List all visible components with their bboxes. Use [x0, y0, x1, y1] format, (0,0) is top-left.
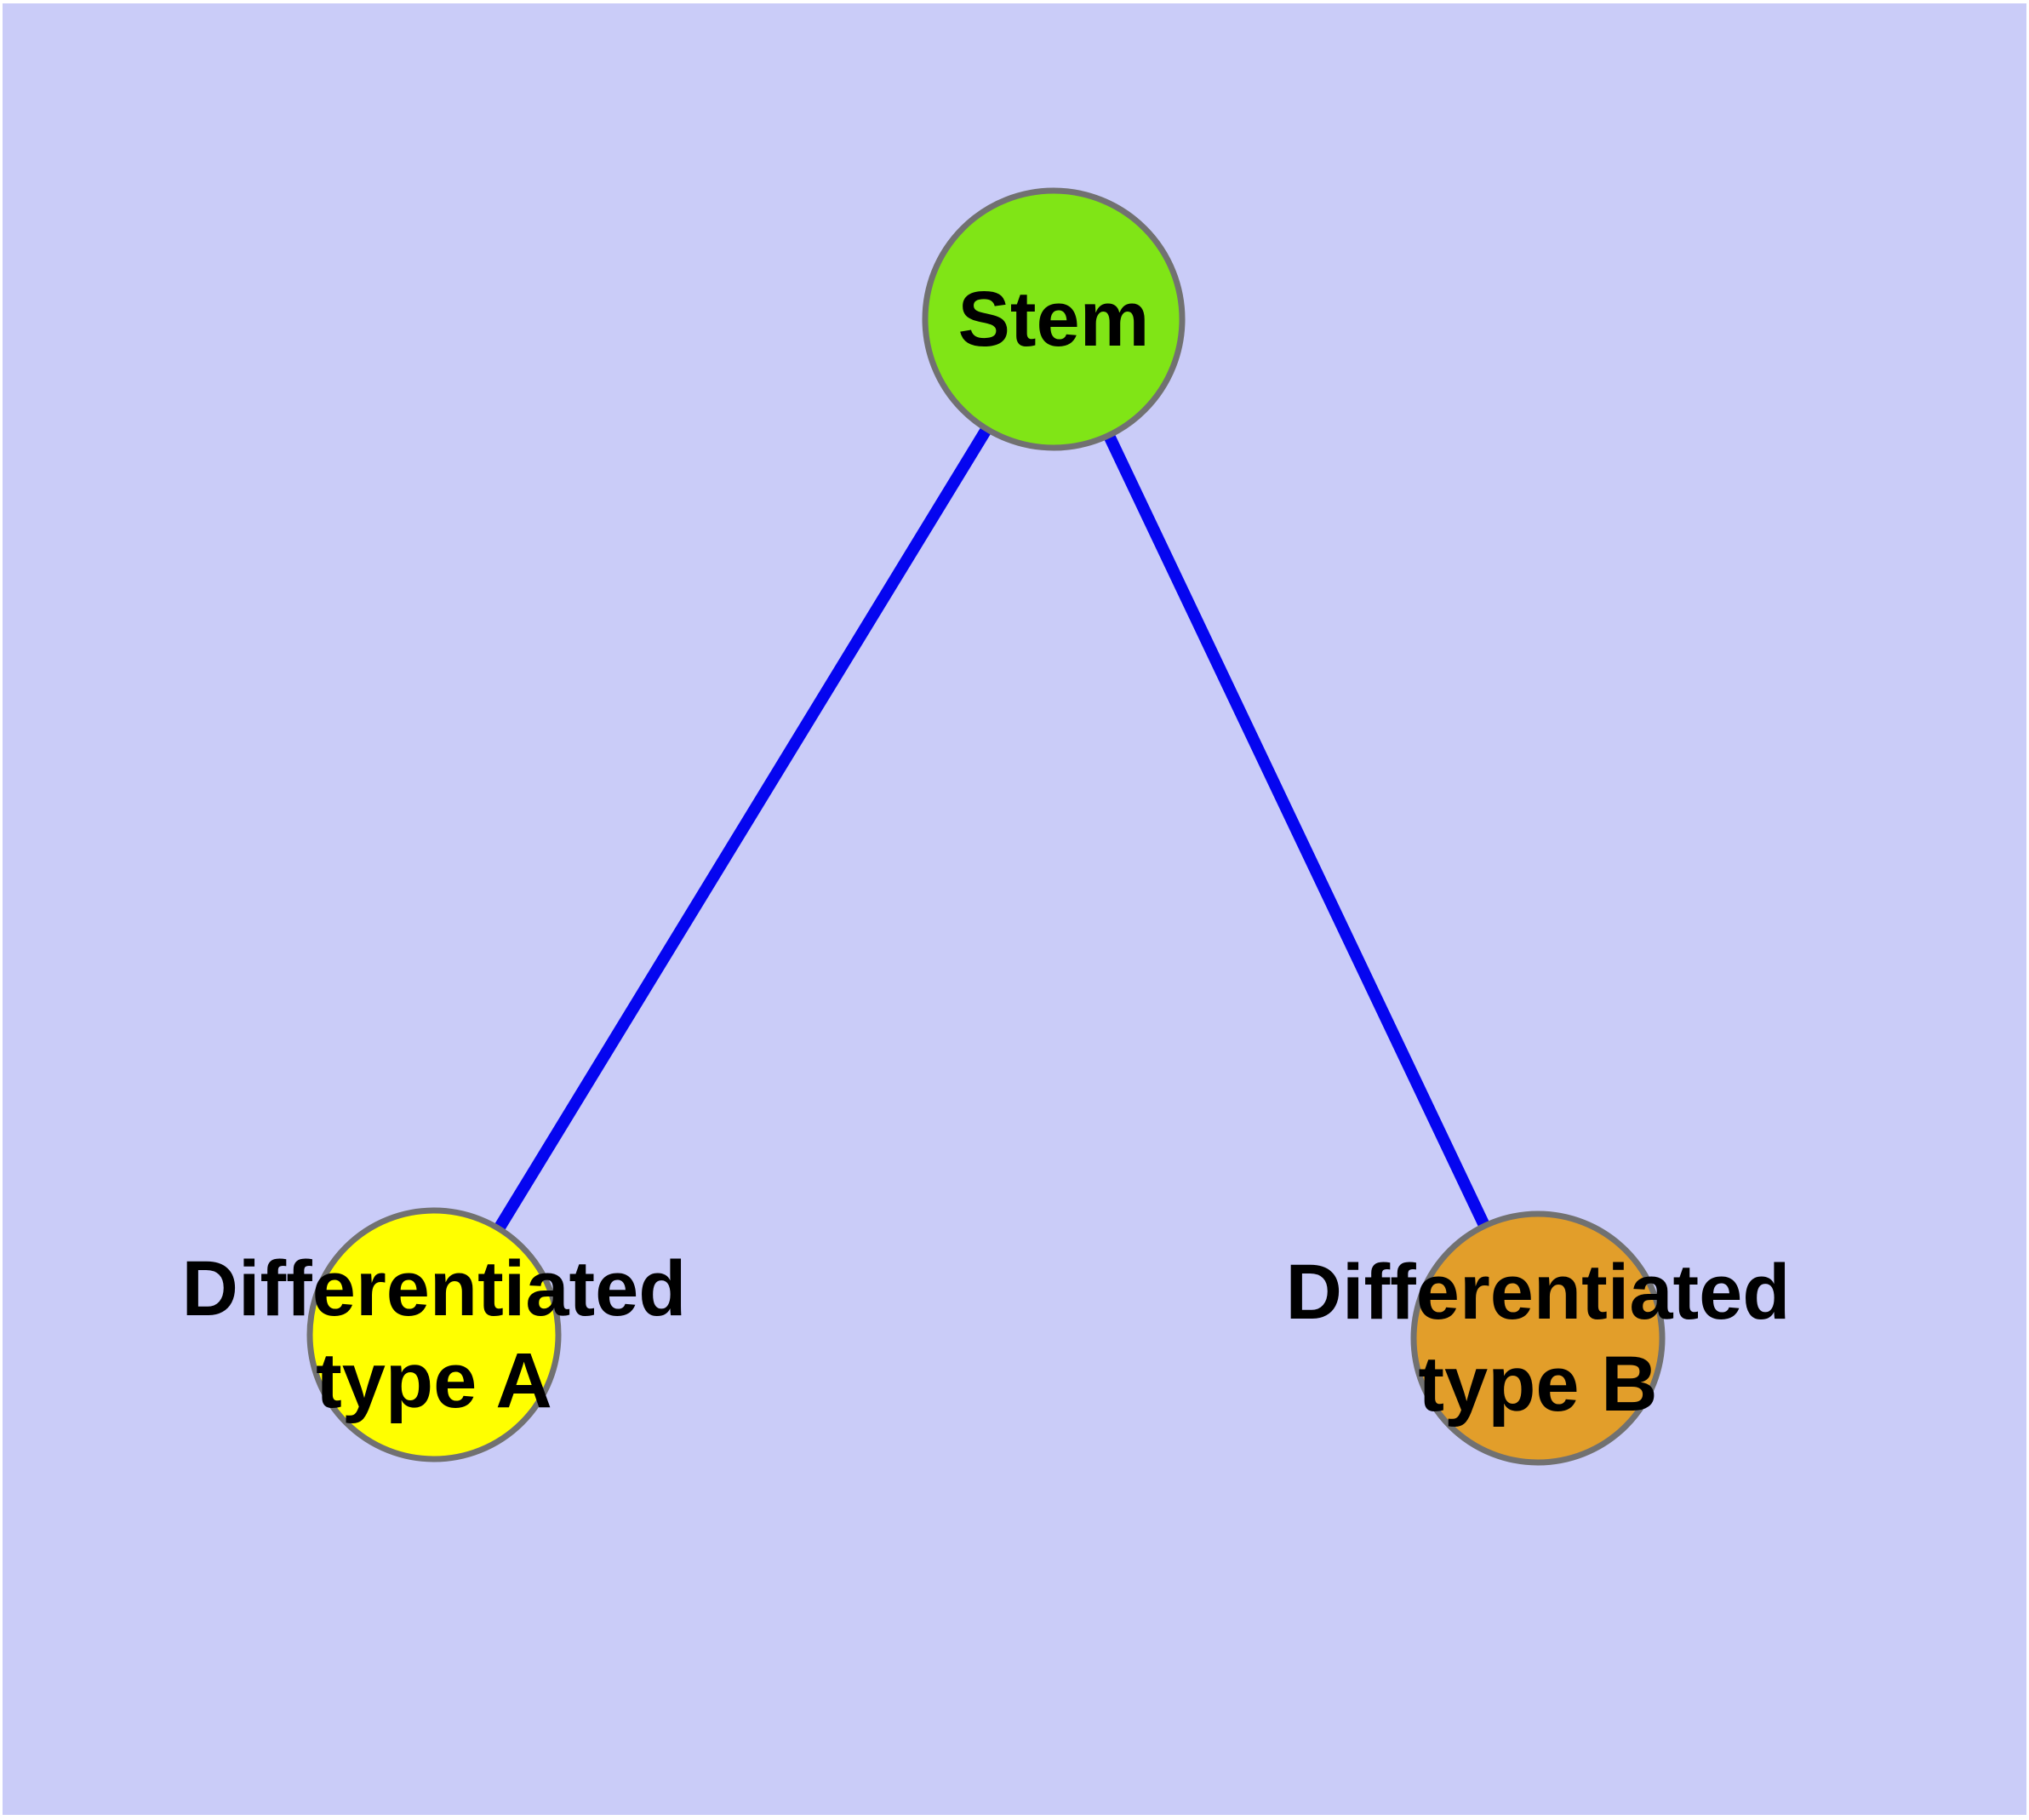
- node-type-b-label-line1: Differentiated: [1286, 1249, 1791, 1336]
- node-type-b-label-line2: type B: [1418, 1341, 1657, 1428]
- edge-stem-to-type-b: [1048, 316, 1544, 1342]
- node-type-a-label-line1: Differentiated: [182, 1245, 687, 1332]
- edge-stem-to-type-a: [429, 316, 1059, 1338]
- node-type-b: [1410, 1210, 1666, 1466]
- node-stem: [922, 187, 1186, 451]
- node-stem-label: Stem: [958, 276, 1150, 363]
- node-type-a-label-line2: type A: [316, 1337, 552, 1424]
- node-type-a: [306, 1207, 562, 1462]
